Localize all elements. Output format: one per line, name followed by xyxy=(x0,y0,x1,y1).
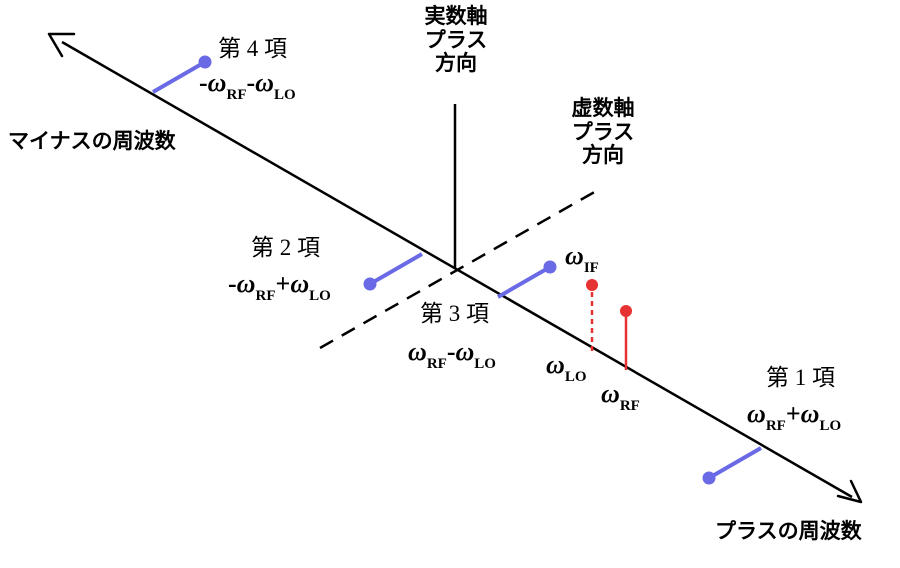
lo-dot xyxy=(586,279,598,291)
omega-symbol: ω xyxy=(601,379,620,408)
subscript: LO xyxy=(819,418,842,434)
term1-dot xyxy=(702,471,716,485)
negative-frequency-label: マイナスの周波数 xyxy=(8,129,176,153)
subscript: LO xyxy=(309,288,331,304)
omega-symbol: ω xyxy=(747,399,766,428)
real-axis-label-line: 方向 xyxy=(435,51,477,76)
term1-stem xyxy=(708,446,762,480)
imag-axis-label-line: 方向 xyxy=(582,143,624,168)
term1-label: 第 1 項 xyxy=(766,365,835,390)
subscript: RF xyxy=(765,418,786,434)
real-axis-label-line: 実数軸 xyxy=(424,4,488,28)
operator: + xyxy=(785,399,801,428)
subscript: LO xyxy=(564,369,587,385)
real-axis-label: 実数軸 プラス 方向 xyxy=(413,4,499,76)
omega-symbol: ω xyxy=(236,269,256,298)
subscript: LO xyxy=(273,87,296,103)
omega-symbol: ω xyxy=(255,68,274,97)
imag-axis-line xyxy=(319,188,599,350)
if-frequency-label: ωIF xyxy=(565,241,599,276)
omega-symbol: ω xyxy=(546,350,565,379)
term2-expression: -ωRF+ωLO xyxy=(228,269,331,304)
term2-stem xyxy=(369,252,423,286)
subscript: RF xyxy=(619,398,640,414)
frequency-axis-line xyxy=(61,40,853,499)
omega-symbol: ω xyxy=(290,269,310,298)
negative-arrowhead xyxy=(47,32,76,58)
term1-expression: ωRF+ωLO xyxy=(747,399,841,434)
term4-expression: -ωRF-ωLO xyxy=(199,68,296,103)
term4-stem xyxy=(152,60,206,94)
imag-axis-label-line: 虚数軸 xyxy=(571,96,635,120)
real-axis-label-line: プラス xyxy=(424,27,488,52)
subscript: RF xyxy=(255,288,276,304)
term3-stem xyxy=(497,265,551,299)
term2-dot xyxy=(363,277,377,291)
term3-dot xyxy=(543,260,557,274)
lo-frequency-label: ωLO xyxy=(546,350,587,385)
positive-frequency-label: プラスの周波数 xyxy=(715,519,862,543)
rf-frequency-label: ωRF xyxy=(601,379,640,414)
term4-dot xyxy=(198,55,212,69)
term3-expression: ωRF-ωLO xyxy=(408,337,496,372)
term3-label: 第 3 項 xyxy=(420,301,489,326)
operator: + xyxy=(275,269,291,298)
omega-symbol: ω xyxy=(207,68,227,97)
subscript: RF xyxy=(426,356,447,372)
term2-label: 第 2 項 xyxy=(251,235,320,260)
sign: - xyxy=(199,68,208,97)
subscript: LO xyxy=(474,356,496,372)
omega-symbol: ω xyxy=(455,337,475,366)
term4-label: 第 4 項 xyxy=(218,36,287,61)
omega-symbol: ω xyxy=(565,241,584,270)
sign: - xyxy=(228,269,237,298)
subscript: IF xyxy=(583,260,599,276)
imag-axis-label: 虚数軸 プラス 方向 xyxy=(560,96,646,168)
operator: - xyxy=(246,68,256,97)
omega-symbol: ω xyxy=(408,337,427,366)
imag-axis-label-line: プラス xyxy=(571,119,635,144)
subscript: RF xyxy=(226,87,247,103)
omega-symbol: ω xyxy=(800,399,820,428)
operator: - xyxy=(446,337,456,366)
rf-dot xyxy=(620,305,632,317)
positive-arrowhead xyxy=(836,479,863,504)
